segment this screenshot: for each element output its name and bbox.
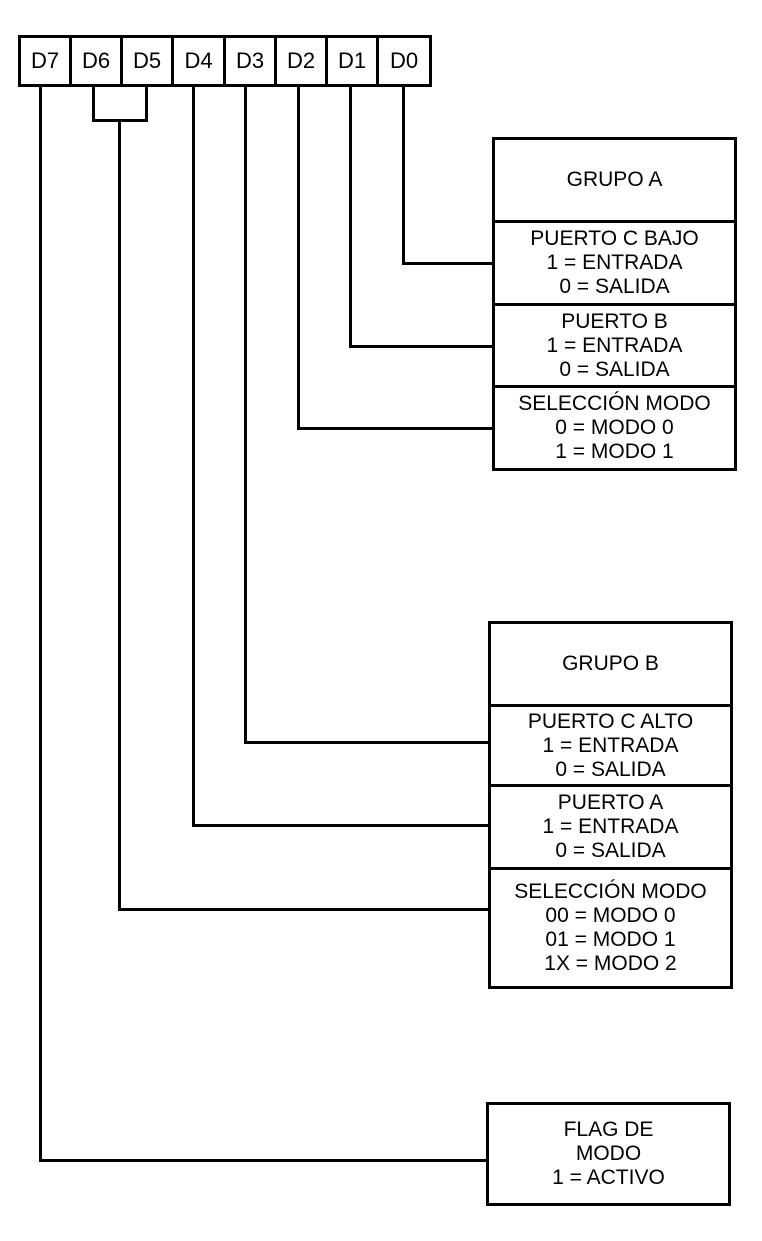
mode-flag-label-line-1: FLAG DE: [563, 1118, 654, 1141]
bit-d4: D4: [174, 35, 226, 87]
mode-flag-label-line-2: MODO: [575, 1142, 642, 1165]
port-c-high-output-value: 0 = SALIDA: [555, 757, 666, 781]
port-a-label: PUERTO A: [557, 791, 664, 814]
port-c-high-label: PUERTO C ALTO: [527, 709, 694, 733]
port-c-low-input-value: 1 = ENTRADA: [546, 251, 683, 274]
port-b-input-value: 1 = ENTRADA: [546, 333, 683, 357]
port-a-output-value: 0 = SALIDA: [555, 839, 666, 862]
bit-d2: D2: [277, 35, 328, 87]
mode-flag-active-value: 1 = ACTIVO: [552, 1166, 665, 1189]
bit-d5: D5: [123, 35, 174, 87]
group-a-mode-select-label: SELECCIÓN MODO: [518, 392, 711, 415]
group-a-title: GRUPO A: [566, 168, 663, 191]
group-b-mode-1-value: 01 = MODO 1: [545, 928, 676, 951]
group-b-port-c-high-box: PUERTO C ALTO 1 = ENTRADA 0 = SALIDA: [488, 704, 733, 787]
connector-d6-stub: [92, 87, 95, 122]
connector-d2-horizontal: [297, 427, 495, 430]
group-a-mode-select-box: SELECCIÓN MODO 0 = MODO 0 1 = MODO 1: [492, 385, 737, 471]
group-b-mode-2-value: 1X = MODO 2: [544, 952, 677, 975]
group-b-mode-select-box: SELECCIÓN MODO 00 = MODO 0 01 = MODO 1 1…: [488, 867, 733, 989]
group-b-title-box: GRUPO B: [488, 621, 733, 707]
connector-d0-vertical: [402, 87, 405, 265]
group-a-mode-0-value: 0 = MODO 0: [555, 416, 674, 439]
connector-d4-vertical: [192, 87, 195, 827]
connector-d3-horizontal: [244, 741, 491, 744]
bit-d6: D6: [72, 35, 123, 87]
group-b-port-a-box: PUERTO A 1 = ENTRADA 0 = SALIDA: [488, 784, 733, 870]
mode-flag-box: FLAG DE MODO 1 = ACTIVO: [486, 1102, 731, 1206]
bit-d7: D7: [18, 35, 72, 87]
port-c-high-input-value: 1 = ENTRADA: [542, 733, 679, 757]
connector-d4-horizontal: [192, 824, 491, 827]
connector-d1-vertical: [349, 87, 352, 348]
group-b-title: GRUPO B: [562, 652, 659, 675]
bit-d3: D3: [226, 35, 277, 87]
group-a-title-box: GRUPO A: [492, 137, 737, 223]
connector-d2-vertical: [297, 87, 300, 430]
bit-d0: D0: [379, 35, 432, 87]
connector-d7-horizontal: [39, 1159, 489, 1162]
group-b-mode-0-value: 00 = MODO 0: [545, 904, 676, 927]
group-a-port-b-box: PUERTO B 1 = ENTRADA 0 = SALIDA: [492, 303, 737, 388]
port-b-output-value: 0 = SALIDA: [559, 357, 670, 381]
bit-d1: D1: [328, 35, 379, 87]
port-c-low-label: PUERTO C BAJO: [530, 227, 699, 250]
connector-d6d5-vertical: [118, 119, 121, 911]
port-b-label: PUERTO B: [561, 309, 668, 333]
connector-d3-vertical: [244, 87, 247, 744]
group-b-mode-select-label: SELECCIÓN MODO: [514, 880, 707, 903]
port-c-low-output-value: 0 = SALIDA: [559, 275, 670, 298]
group-a-port-c-low-box: PUERTO C BAJO 1 = ENTRADA 0 = SALIDA: [492, 220, 737, 306]
port-a-input-value: 1 = ENTRADA: [542, 815, 679, 838]
connector-d5-stub: [145, 87, 148, 122]
connector-d1-horizontal: [349, 345, 495, 348]
group-a-mode-1-value: 1 = MODO 1: [555, 440, 674, 463]
connector-d6d5-horizontal: [118, 908, 491, 911]
connector-d0-horizontal: [402, 262, 495, 265]
connector-d7-vertical: [39, 87, 42, 1162]
